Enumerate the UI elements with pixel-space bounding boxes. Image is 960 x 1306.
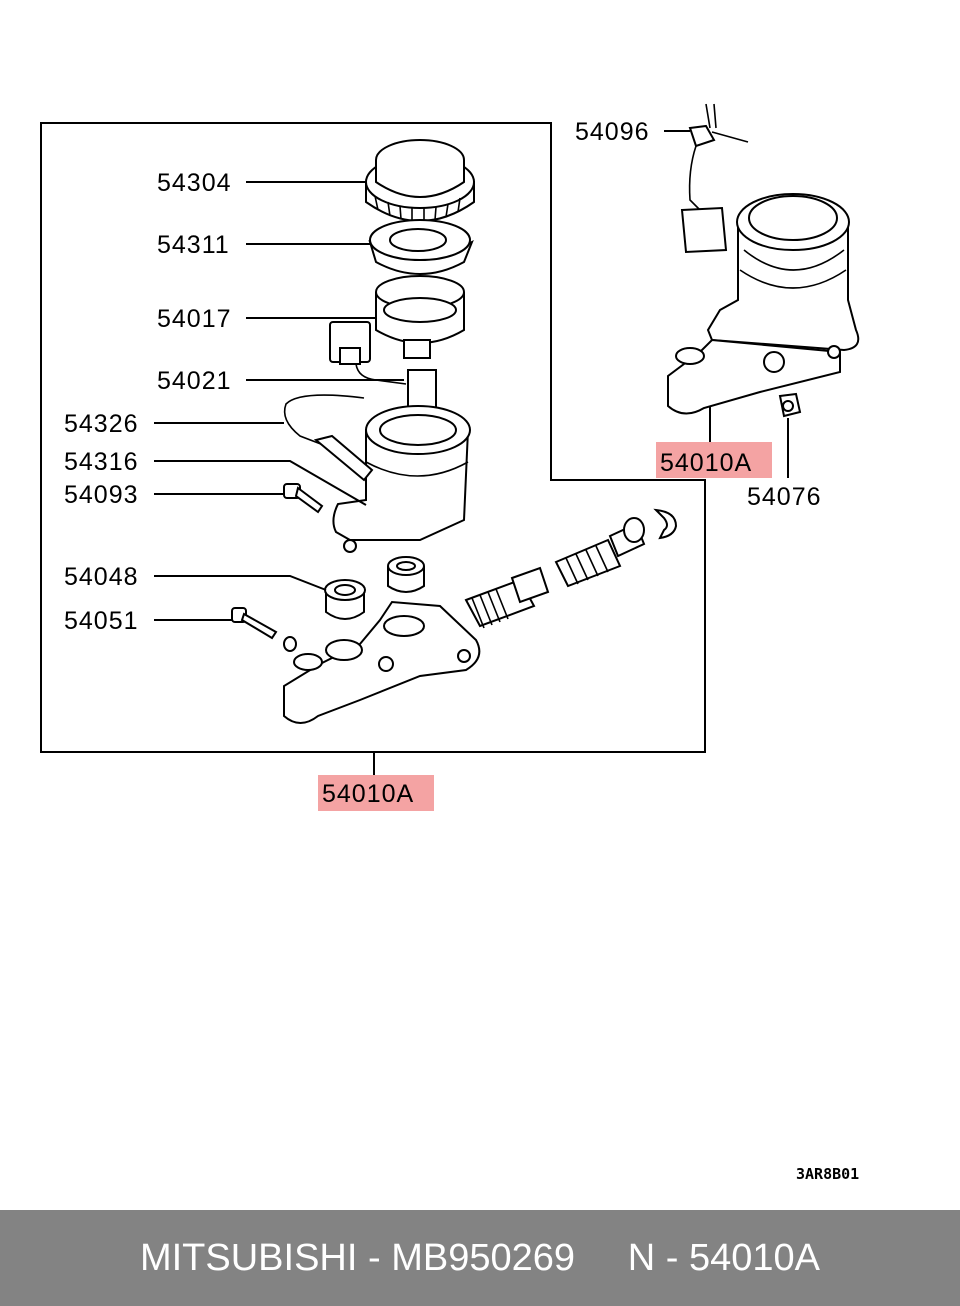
part-number-caption: MITSUBISHI - MB950269 N - 54010A — [139, 1236, 821, 1279]
highlight-54010a-right — [656, 442, 772, 478]
assembly-frame — [40, 122, 706, 753]
piston-assembly — [464, 508, 678, 629]
label-54051: 54051 — [64, 607, 139, 635]
label-54096: 54096 — [575, 118, 650, 146]
assembled-master-cylinder — [667, 103, 860, 418]
label-54311: 54311 — [157, 231, 230, 259]
label-54048: 54048 — [64, 563, 139, 591]
label-54010a-right: 54010A — [660, 449, 752, 477]
label-54093: 54093 — [64, 481, 139, 509]
label-54076: 54076 — [747, 483, 822, 511]
label-54316: 54316 — [64, 448, 139, 476]
grommet-54048 — [324, 556, 425, 620]
drawing-code: 3AR8B01 — [796, 1165, 859, 1183]
label-54021: 54021 — [157, 367, 232, 395]
label-54304: 54304 — [157, 169, 232, 197]
reservoir-cap-54304 — [365, 139, 475, 222]
hose-54326 — [283, 394, 365, 447]
hose-fitting — [313, 434, 374, 482]
footer-bar: MITSUBISHI - MB950269 N - 54010A — [0, 1210, 960, 1306]
label-54010a-bottom: 54010A — [322, 780, 414, 808]
label-54017: 54017 — [157, 305, 232, 333]
bolt-54051 — [231, 607, 297, 652]
reservoir-54316 — [332, 405, 471, 553]
label-54326: 54326 — [64, 410, 139, 438]
bolt-54093 — [283, 483, 324, 514]
diaphragm-54311 — [368, 219, 474, 275]
master-cylinder-body — [283, 600, 481, 724]
highlight-54010a-bottom — [318, 775, 434, 811]
leader-lines — [154, 130, 789, 776]
level-switch-54021 — [329, 321, 437, 411]
float-54017 — [375, 275, 465, 359]
